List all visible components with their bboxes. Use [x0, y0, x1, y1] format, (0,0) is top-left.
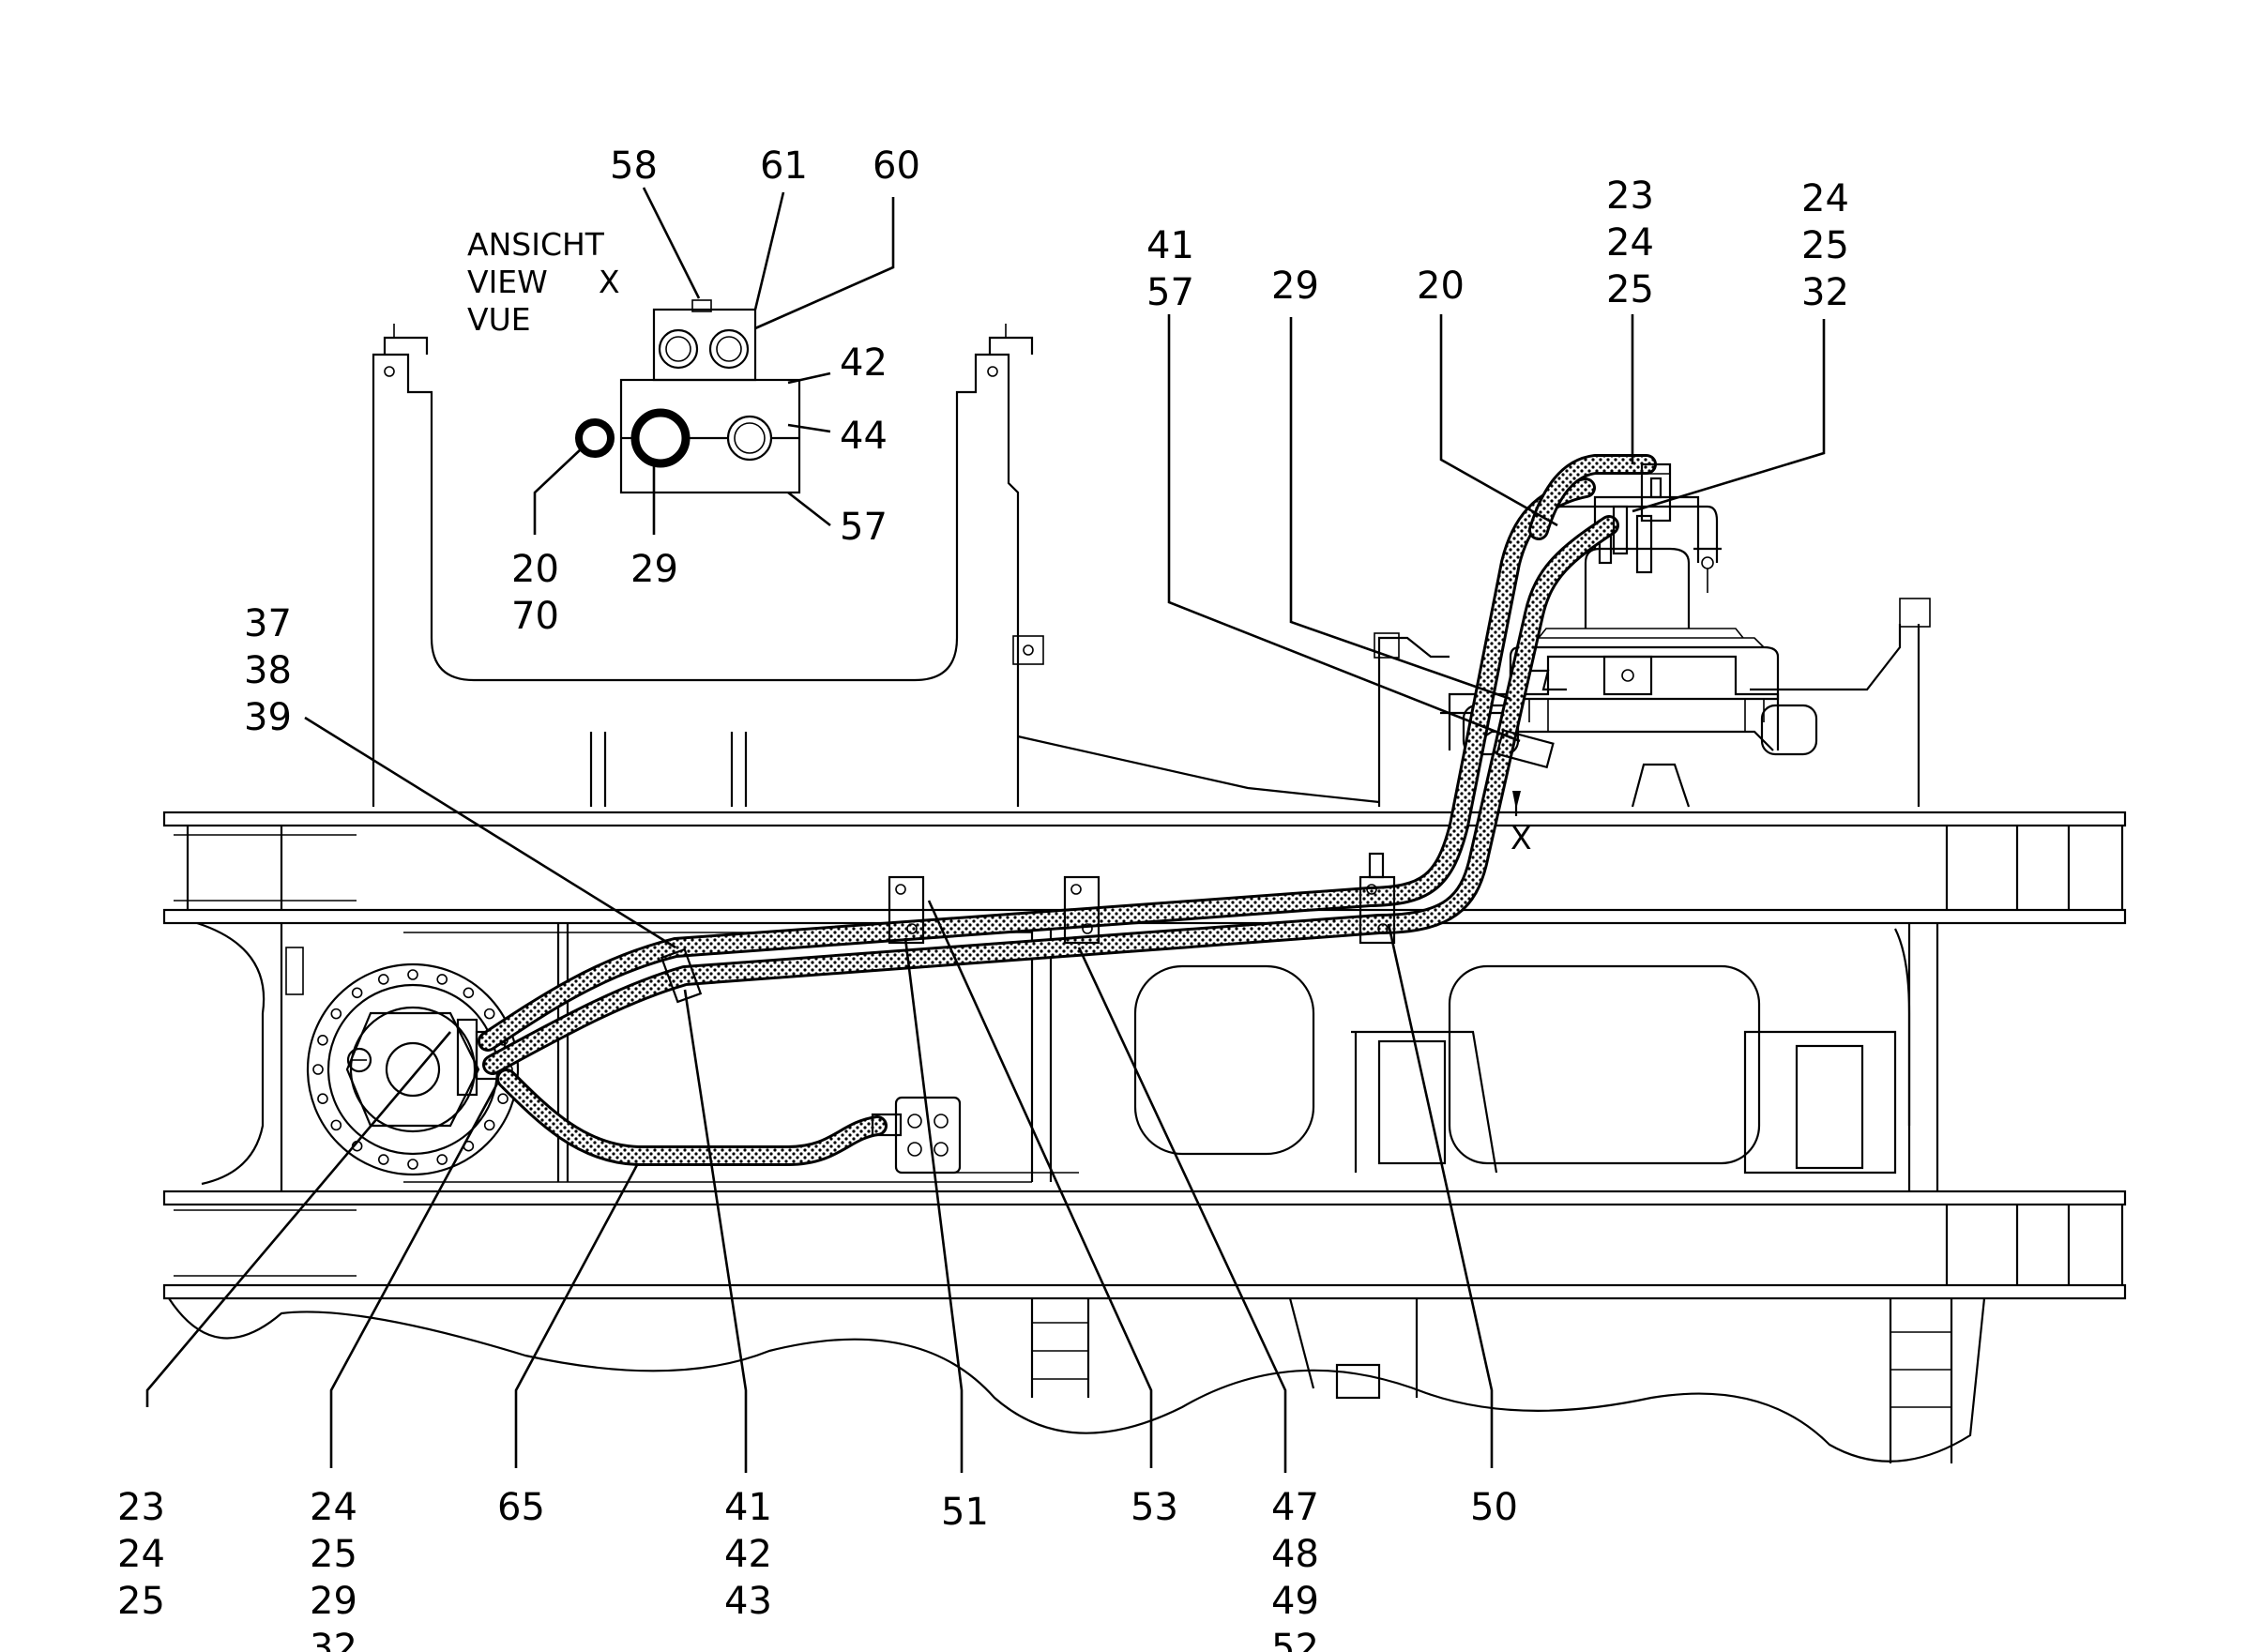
- callout-c61: 61: [760, 144, 808, 188]
- callout-number: 42: [724, 1533, 772, 1576]
- flange-bolt-hole: [407, 1159, 418, 1170]
- flange-bolt-hole: [377, 974, 389, 985]
- callout-number: 48: [1271, 1533, 1319, 1576]
- view-title-line-1: ANSICHT: [467, 226, 605, 263]
- hydraulic-hose-return: [496, 1068, 962, 1175]
- flange-bolt-hole: [377, 1154, 389, 1165]
- callout-number: 58: [610, 144, 658, 188]
- callout-number: 39: [244, 696, 292, 739]
- callout-number: 25: [1606, 268, 1654, 311]
- callout-number: 29: [310, 1580, 357, 1623]
- callout-number: 44: [840, 415, 888, 458]
- hydraulic-hose-lower: [482, 515, 1619, 1075]
- callout-number: 23: [1606, 174, 1654, 218]
- callout-number: 24: [1801, 177, 1849, 220]
- callout-c58: 58: [610, 144, 658, 188]
- hose-clamp-4: [660, 947, 703, 1004]
- callout-number: 29: [1271, 265, 1319, 308]
- drive-motor-gearbox: [1374, 473, 1931, 816]
- callout-number: 20: [511, 548, 559, 591]
- view-marker-label: X: [599, 264, 620, 300]
- callout-number: 70: [511, 595, 559, 638]
- flange-bolt-hole: [436, 1154, 448, 1165]
- hose-clamp-2: [1063, 875, 1101, 945]
- callout-c44: 44: [840, 415, 888, 458]
- callout-c42: 42: [840, 341, 888, 385]
- view-title-line-3: VUE: [467, 301, 531, 338]
- callout-number: 37: [244, 602, 292, 645]
- mounting-bracket-frame: [372, 324, 1380, 807]
- callout-number: 57: [840, 506, 888, 549]
- callout-number: 41: [724, 1486, 772, 1529]
- callout-c60: 60: [873, 144, 920, 188]
- callout-number: 49: [1271, 1580, 1319, 1623]
- rotary-joint-bolt-circle: [312, 969, 513, 1170]
- callout-number: 65: [497, 1486, 545, 1529]
- callout-number: 61: [760, 144, 808, 188]
- hose-clamp-5: [1495, 729, 1555, 769]
- callout-number: 25: [117, 1580, 165, 1623]
- callout-c65: 65: [497, 1486, 545, 1529]
- flange-bolt-hole: [407, 969, 418, 980]
- callout-c20: 20: [1417, 265, 1465, 308]
- callout-number: 50: [1470, 1486, 1518, 1529]
- callout-number: 41: [1146, 224, 1194, 267]
- flange-bolt-hole: [483, 1119, 495, 1131]
- callout-number: 32: [1801, 271, 1849, 314]
- callout-number: 38: [244, 649, 292, 692]
- callout-number: 20: [1417, 265, 1465, 308]
- callout-c53: 53: [1131, 1486, 1178, 1529]
- lower-frame-rails: [162, 811, 2127, 1463]
- callout-number: 24: [1606, 221, 1654, 265]
- callout-number: 24: [310, 1486, 357, 1529]
- hose-clamp-3: [1359, 852, 1396, 945]
- view-x-title: ANSICHT VIEW VUE X: [467, 226, 620, 338]
- callout-number: 43: [724, 1580, 772, 1623]
- callout-number: 53: [1131, 1486, 1178, 1529]
- callout-c29: 29: [1271, 265, 1319, 308]
- flange-bolt-hole: [330, 1119, 342, 1131]
- callout-number: 47: [1271, 1486, 1319, 1529]
- callout-number: 60: [873, 144, 920, 188]
- view-direction-marker: X: [1511, 820, 1532, 856]
- callout-c57: 57: [840, 506, 888, 549]
- flange-bolt-hole: [330, 1008, 342, 1020]
- callout-c50: 50: [1470, 1486, 1518, 1529]
- flange-bolt-hole: [497, 1093, 509, 1105]
- flange-bolt-hole: [312, 1064, 324, 1075]
- callout-number: 23: [117, 1486, 165, 1529]
- hydraulic-hose-upper: [478, 477, 1596, 1052]
- callout-number: 51: [941, 1491, 989, 1534]
- callout-number: 32: [310, 1627, 357, 1652]
- leader-lines: [145, 187, 1826, 1473]
- callout-number: 25: [1801, 224, 1849, 267]
- callout-number: 29: [630, 548, 678, 591]
- flange-bolt-hole: [351, 987, 363, 999]
- view-title-line-2: VIEW: [467, 264, 548, 300]
- callout-number: 42: [840, 341, 888, 385]
- flange-bolt-hole: [483, 1008, 495, 1020]
- view-x-inset: [575, 299, 801, 494]
- flange-bolt-hole: [317, 1093, 328, 1105]
- callout-number: 24: [117, 1533, 165, 1576]
- flange-bolt-hole: [436, 974, 448, 985]
- callout-c29v: 29: [630, 548, 678, 591]
- flange-bolt-hole: [463, 987, 475, 999]
- callout-number: 57: [1146, 271, 1194, 314]
- callout-number: 25: [310, 1533, 357, 1576]
- callout-number: 52: [1271, 1627, 1319, 1652]
- flange-bolt-hole: [317, 1034, 328, 1046]
- callout-c51: 51: [941, 1491, 989, 1534]
